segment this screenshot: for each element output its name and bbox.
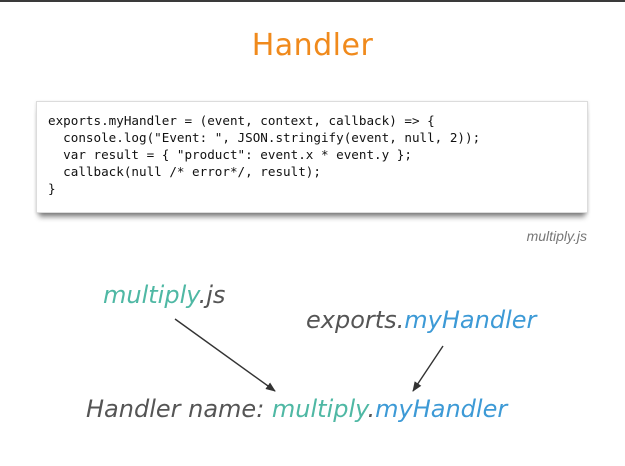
file-label: multiply.js [103, 281, 225, 309]
code-line: callback(null /* error*/, result); [48, 164, 321, 179]
code-line: console.log("Event: ", JSON.stringify(ev… [48, 130, 481, 145]
handler-name-module: multiply [271, 395, 368, 423]
export-label-prefix: exports. [306, 306, 405, 334]
handler-name-function: myHandler [375, 395, 508, 423]
export-label: exports.myHandler [306, 306, 536, 334]
export-to-handler-arrow [412, 345, 444, 392]
handler-name-dot: . [367, 395, 376, 423]
handler-name-label: Handler name: multiply.myHandler [86, 395, 507, 423]
code-caption: multiply.js [526, 228, 587, 244]
file-label-name: multiply [103, 281, 199, 309]
handler-name-prefix: Handler name: [86, 395, 272, 423]
export-label-name: myHandler [404, 306, 537, 334]
code-line: } [48, 181, 56, 196]
code-block: exports.myHandler = (event, context, cal… [48, 112, 480, 197]
top-rule [0, 0, 625, 2]
code-line: exports.myHandler = (event, context, cal… [48, 113, 435, 128]
file-to-handler-arrow [174, 318, 276, 392]
slide-title: Handler [251, 28, 374, 63]
code-card: exports.myHandler = (event, context, cal… [36, 101, 588, 213]
file-label-ext: .js [198, 281, 226, 309]
code-line: var result = { "product": event.x * even… [48, 147, 412, 162]
